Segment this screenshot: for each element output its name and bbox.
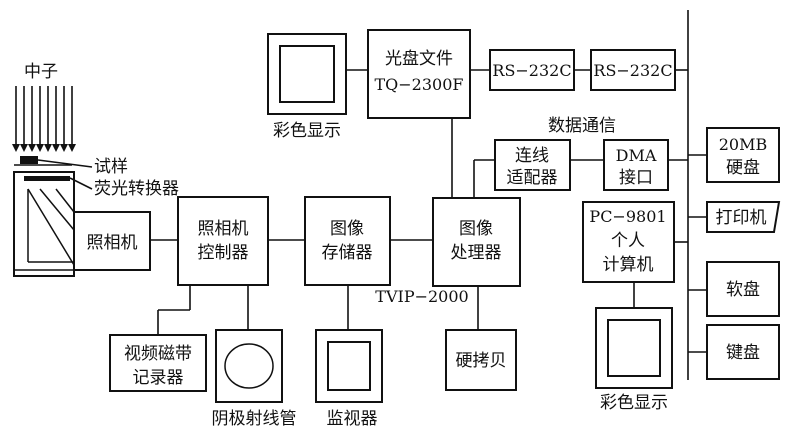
crt-label: 阴极射线管 — [212, 409, 297, 429]
hdd-label-2: 硬盘 — [726, 158, 760, 178]
neutron-beam-arrows — [12, 86, 76, 152]
crt-box — [215, 329, 283, 403]
image-storage-label-2: 存储器 — [322, 243, 373, 263]
hdd-box — [706, 127, 780, 183]
rs232c-label-1: RS−232C — [492, 61, 571, 80]
camera-controller-label-2: 控制器 — [198, 243, 249, 263]
adapter-box — [494, 139, 571, 191]
dma-label-2: 接口 — [619, 168, 653, 188]
disc-file-label-1: 光盘文件 — [385, 49, 453, 69]
camera-controller-label-1: 照相机 — [198, 219, 249, 239]
rs232c-label-2: RS−232C — [593, 61, 672, 80]
data-comm-label: 数据通信 — [548, 116, 616, 136]
hardcopy-box — [445, 329, 517, 391]
converter-leader — [69, 177, 93, 190]
floppy-label: 软盘 — [726, 280, 760, 300]
image-processor-box — [432, 197, 521, 287]
hdd-label-1: 20MB — [719, 135, 768, 154]
neutron-label: 中子 — [24, 62, 58, 82]
keyboard-label: 键盘 — [726, 343, 760, 363]
camera-controller-box — [177, 196, 269, 286]
color-display-bottom-screen — [607, 319, 661, 377]
vcr-label-1: 视频磁带 — [124, 344, 192, 364]
pc-label-2: 个人 — [611, 231, 645, 251]
image-processor-label-2: 处理器 — [451, 243, 502, 263]
connection-lines — [150, 10, 707, 380]
vcr-box — [109, 334, 207, 392]
camera-label: 照相机 — [87, 233, 138, 253]
color-display-top-screen — [279, 45, 335, 103]
monitor-screen — [327, 341, 371, 391]
dma-label-1: DMA — [616, 146, 657, 165]
disc-file-box — [367, 29, 471, 119]
pc-label-1: PC−9801 — [589, 207, 666, 226]
hardcopy-label: 硬拷贝 — [456, 351, 507, 371]
printer-box — [706, 201, 781, 233]
pc-box — [582, 201, 675, 283]
pc-label-3: 计算机 — [603, 255, 654, 275]
crt-circle — [224, 343, 274, 389]
converter-label: 荧光转换器 — [94, 179, 179, 199]
camera-box — [73, 211, 151, 271]
printer-label: 打印机 — [716, 208, 767, 228]
rs232c-box-1 — [489, 49, 575, 91]
color-display-bottom-label: 彩色显示 — [600, 393, 668, 413]
floppy-box — [706, 261, 780, 317]
adapter-label-1: 连线 — [515, 146, 549, 166]
vcr-label-2: 记录器 — [133, 368, 184, 388]
image-storage-box — [304, 196, 391, 286]
sample-label: 试样 — [94, 157, 128, 177]
detector-housing — [13, 156, 75, 277]
disc-file-label-2: TQ−2300F — [374, 75, 463, 94]
keyboard-box — [706, 324, 780, 380]
dma-box — [603, 139, 669, 191]
sample-leader — [37, 159, 93, 168]
adapter-label-2: 适配器 — [507, 168, 558, 188]
rs232c-box-2 — [590, 49, 676, 91]
image-storage-label-1: 图像 — [330, 219, 364, 239]
processor-model-label: TVIP−2000 — [375, 287, 468, 306]
monitor-label: 监视器 — [327, 409, 378, 429]
color-display-top-label: 彩色显示 — [273, 121, 341, 141]
image-processor-label-1: 图像 — [459, 219, 493, 239]
